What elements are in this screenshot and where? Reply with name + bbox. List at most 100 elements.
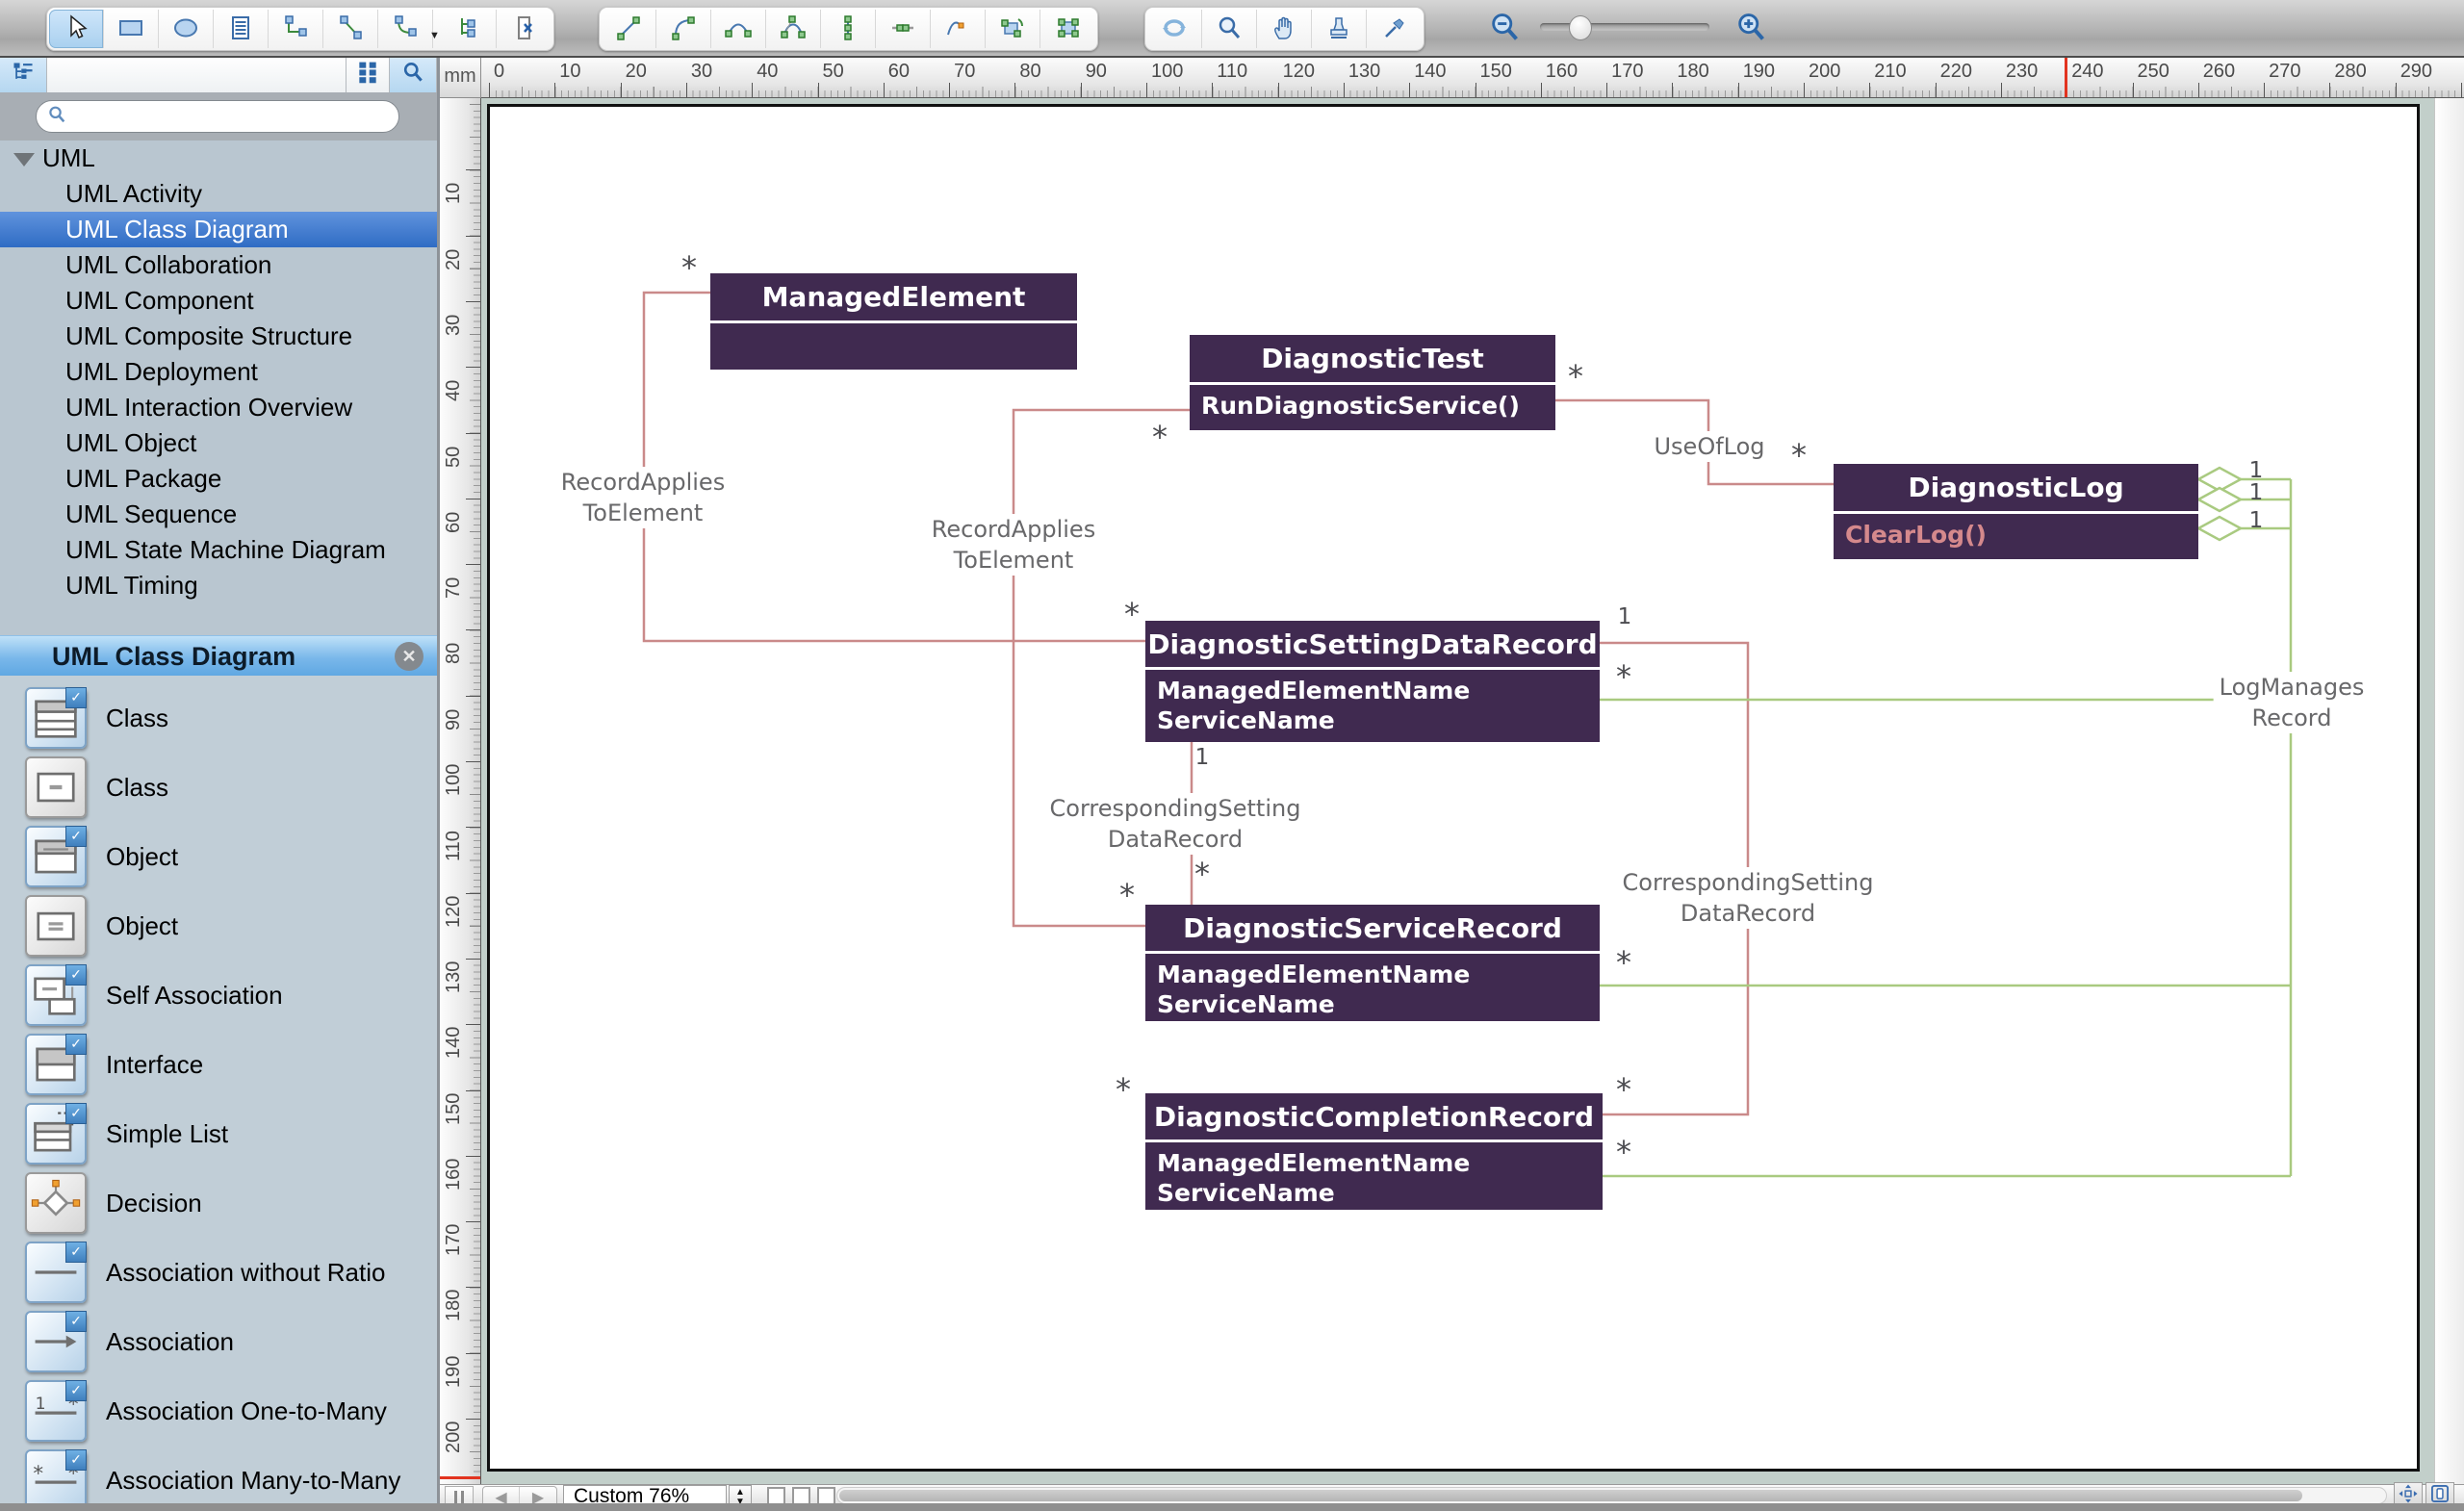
connector-line-tool[interactable] bbox=[323, 10, 378, 48]
stepper-down-icon[interactable]: ▼ bbox=[735, 1496, 745, 1507]
zoom-in-button[interactable] bbox=[1729, 10, 1771, 46]
ellipse-tool[interactable] bbox=[159, 10, 214, 48]
connector-elbow-icon bbox=[281, 13, 310, 45]
shape-item-association-without-ratio[interactable]: ✓Association without Ratio bbox=[0, 1238, 437, 1307]
relationship-label[interactable]: CorrespondingSetting DataRecord bbox=[1616, 867, 1880, 929]
tree-root-label: UML bbox=[42, 143, 95, 172]
assoc-1m-thumb: 1*✓ bbox=[25, 1380, 87, 1442]
zoom-slider-thumb[interactable] bbox=[1569, 15, 1592, 40]
pan-view-button[interactable] bbox=[2394, 1482, 2423, 1507]
checkmark-badge-icon: ✓ bbox=[65, 964, 87, 986]
shape-item-class[interactable]: Class bbox=[0, 753, 437, 822]
class-ManagedElement[interactable]: ManagedElement bbox=[710, 273, 1077, 370]
split-tool[interactable] bbox=[876, 10, 931, 48]
shape-item-association-one-to-many[interactable]: 1*✓Association One-to-Many bbox=[0, 1376, 437, 1446]
shape-item-association[interactable]: ✓Association bbox=[0, 1307, 437, 1376]
arc-tool[interactable] bbox=[656, 10, 711, 48]
sidebar-item-uml-class-diagram[interactable]: UML Class Diagram bbox=[0, 212, 437, 247]
connector-tree-tool[interactable] bbox=[442, 10, 497, 48]
connector-elbow-tool[interactable] bbox=[269, 10, 323, 48]
sidebar-item-uml-interaction-overview[interactable]: UML Interaction Overview bbox=[65, 393, 353, 422]
page-thumbnails bbox=[761, 1486, 841, 1506]
sidebar-item-uml-activity[interactable]: UML Activity bbox=[65, 179, 203, 208]
stamp-tool[interactable] bbox=[1312, 10, 1367, 48]
ruler-unit-box: mm bbox=[440, 56, 481, 98]
aggregation-diamond-icon bbox=[2195, 515, 2244, 542]
vertical-scrollbar[interactable] bbox=[2434, 98, 2464, 1484]
sidebar-item-uml-composite-structure[interactable]: UML Composite Structure bbox=[65, 321, 353, 350]
dropdown-caret-icon[interactable]: ▼ bbox=[429, 30, 440, 41]
sidebar-item-uml-object[interactable]: UML Object bbox=[65, 428, 197, 457]
prev-page-button[interactable]: ◀ bbox=[483, 1487, 520, 1507]
tree-view-toggle[interactable] bbox=[0, 56, 47, 92]
curve-tool[interactable] bbox=[711, 10, 766, 48]
freehand-tool[interactable] bbox=[931, 10, 986, 48]
magnify-tool[interactable] bbox=[1202, 10, 1257, 48]
close-panel-button[interactable]: ✕ bbox=[395, 642, 424, 671]
class-title: DiagnosticCompletionRecord bbox=[1153, 1100, 1595, 1133]
grid-view-toggle[interactable] bbox=[346, 56, 390, 92]
group-select-tool[interactable] bbox=[1040, 10, 1095, 48]
shape-item-association-many-to-many[interactable]: **✓Association Many-to-Many bbox=[0, 1446, 437, 1503]
select-tool[interactable] bbox=[49, 10, 104, 48]
bezier-tool[interactable] bbox=[766, 10, 821, 48]
shape-item-decision[interactable]: Decision bbox=[0, 1168, 437, 1238]
sidebar-item-uml-state-machine-diagram[interactable]: UML State Machine Diagram bbox=[65, 535, 386, 564]
sidebar-item-uml-timing[interactable]: UML Timing bbox=[65, 571, 198, 600]
sidebar-item-uml-deployment[interactable]: UML Deployment bbox=[65, 357, 258, 386]
relationship-label[interactable]: RecordApplies ToElement bbox=[925, 514, 1102, 576]
sidebar-item-uml-package[interactable]: UML Package bbox=[65, 464, 222, 493]
shape-item-object[interactable]: ✓Object bbox=[0, 822, 437, 891]
library-search-toggle[interactable] bbox=[390, 56, 437, 92]
shape-item-interface[interactable]: ✓Interface bbox=[0, 1030, 437, 1099]
relationship-label[interactable]: UseOfLog bbox=[1648, 431, 1771, 462]
library-search-field[interactable] bbox=[36, 100, 399, 133]
shape-item-simple-list[interactable]: ✓Simple List bbox=[0, 1099, 437, 1168]
shape-item-class[interactable]: ✓Class bbox=[0, 683, 437, 753]
main-toolbar: ▼ bbox=[0, 0, 2464, 58]
splitter-handle[interactable] bbox=[445, 1486, 474, 1508]
association-connector-2[interactable] bbox=[1012, 408, 1190, 928]
sidebar-item-uml-component[interactable]: UML Component bbox=[65, 286, 254, 315]
zoom-level-select[interactable]: Custom 76% bbox=[563, 1485, 727, 1507]
relationship-label[interactable]: CorrespondingSetting DataRecord bbox=[1043, 793, 1307, 855]
reshape-icon bbox=[998, 13, 1027, 45]
eyedropper-tool[interactable] bbox=[1367, 10, 1422, 48]
edit-nodes-tool[interactable] bbox=[821, 10, 876, 48]
shape-item-self-association[interactable]: ✓Self Association bbox=[0, 960, 437, 1030]
line-segment-tool[interactable] bbox=[602, 10, 656, 48]
disclosure-triangle-icon[interactable] bbox=[13, 153, 35, 167]
zoom-out-button[interactable] bbox=[1482, 10, 1525, 46]
shape-item-label: Interface bbox=[106, 1049, 204, 1079]
delete-frame-tool[interactable] bbox=[497, 10, 552, 48]
class-member: ManagedElementName bbox=[1157, 1149, 1471, 1177]
pan-hand-tool[interactable] bbox=[1257, 10, 1312, 48]
shape-item-object[interactable]: Object bbox=[0, 891, 437, 960]
relationship-label[interactable]: LogManages Record bbox=[2213, 672, 2371, 733]
horizontal-scrollbar-thumb[interactable] bbox=[839, 1490, 2302, 1501]
zoom-slider[interactable] bbox=[1540, 15, 1709, 40]
relationship-label[interactable]: RecordApplies ToElement bbox=[554, 467, 732, 528]
search-input[interactable] bbox=[67, 102, 398, 131]
multiplicity-label: 1 bbox=[1194, 745, 1210, 770]
next-page-button[interactable]: ▶ bbox=[520, 1487, 556, 1507]
multiplicity-label: * bbox=[1152, 419, 1168, 455]
horizontal-scrollbar[interactable] bbox=[836, 1487, 2387, 1504]
stepper-up-icon[interactable]: ▲ bbox=[735, 1486, 745, 1498]
sidebar-item-uml-collaboration[interactable]: UML Collaboration bbox=[65, 250, 272, 279]
table-tool[interactable] bbox=[214, 10, 269, 48]
sidebar-item-uml-sequence[interactable]: UML Sequence bbox=[65, 499, 238, 528]
tree-root-uml[interactable]: UML bbox=[0, 141, 437, 176]
rectangle-tool[interactable] bbox=[104, 10, 159, 48]
connector-curve-tool[interactable] bbox=[378, 10, 433, 48]
freehand-tool-icon bbox=[943, 13, 972, 45]
refresh-tool[interactable] bbox=[1147, 10, 1202, 48]
reshape-tool[interactable] bbox=[986, 10, 1040, 48]
class-member: ManagedElementName bbox=[1157, 960, 1471, 988]
